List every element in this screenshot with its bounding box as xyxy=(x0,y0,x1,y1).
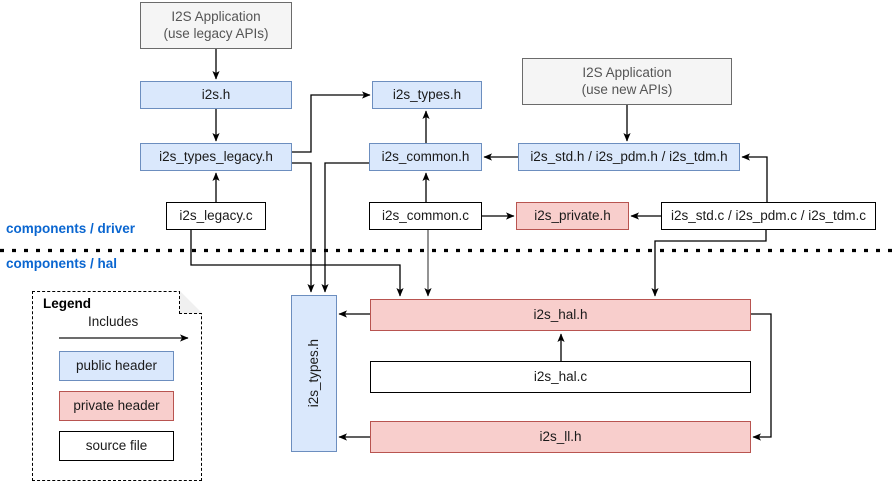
node-label: i2s_std.c / i2s_pdm.c / i2s_tdm.c xyxy=(670,207,867,223)
section-label-hal: components / hal xyxy=(6,256,118,271)
node-label: i2s_hal.c xyxy=(533,368,588,384)
edge-i2s_common_h-to-i2s_types_h_hal xyxy=(321,162,369,293)
node-label: i2s_legacy.c xyxy=(179,207,253,223)
node-label: i2s_ll.h xyxy=(539,428,582,444)
node-app-new[interactable]: I2S Application (use new APIs) xyxy=(522,58,732,105)
edge-i2s_std_c-to-i2s_hal_h xyxy=(651,230,767,297)
edge-i2s_std_c-to-i2s_std_h xyxy=(741,153,768,202)
legend-includes-label: Includes xyxy=(88,314,139,329)
legend-swatch-source-file: source file xyxy=(59,431,174,461)
legend-fold-corner xyxy=(179,291,202,314)
node-label: i2s_types.h xyxy=(305,339,321,408)
node-i2s-std-pdm-tdm-c[interactable]: i2s_std.c / i2s_pdm.c / i2s_tdm.c xyxy=(661,202,876,230)
node-i2s-legacy-c[interactable]: i2s_legacy.c xyxy=(166,202,266,230)
node-label: I2S Application (use new APIs) xyxy=(581,64,673,97)
node-i2s-hal-h[interactable]: i2s_hal.h xyxy=(370,299,751,331)
node-label: i2s.h xyxy=(201,86,231,102)
node-i2s-common-c[interactable]: i2s_common.c xyxy=(369,202,482,230)
node-i2s-types-h[interactable]: i2s_types.h xyxy=(372,81,482,109)
legend-swatch-private-header: private header xyxy=(59,391,174,421)
node-label: i2s_std.h / i2s_pdm.h / i2s_tdm.h xyxy=(530,148,728,164)
legend-item-label: public header xyxy=(75,357,158,373)
legend-item-label: private header xyxy=(73,397,160,413)
node-i2s-ll-h[interactable]: i2s_ll.h xyxy=(370,421,751,453)
node-label: i2s_types.h xyxy=(392,86,462,102)
node-label: i2s_hal.h xyxy=(533,306,588,322)
node-label: I2S Application (use legacy APIs) xyxy=(163,8,269,41)
legend-title: Legend xyxy=(43,296,92,311)
node-i2s-private-h[interactable]: i2s_private.h xyxy=(516,202,629,230)
legend-item-label: source file xyxy=(85,437,148,453)
edge-i2s_hal_h-to-i2s_ll_h xyxy=(751,313,772,441)
edge-i2s_types_legacy_h-to-i2s_types_h xyxy=(292,91,371,153)
node-app-legacy[interactable]: I2S Application (use legacy APIs) xyxy=(140,2,292,49)
node-label: i2s_types_legacy.h xyxy=(159,148,273,164)
node-label: i2s_common.h xyxy=(381,148,470,164)
edge-i2s_legacy_c-to-i2s_hal_h xyxy=(190,230,404,297)
node-i2s-std-pdm-tdm-h[interactable]: i2s_std.h / i2s_pdm.h / i2s_tdm.h xyxy=(518,143,740,171)
node-label: i2s_private.h xyxy=(534,207,611,223)
legend-swatch-public-header: public header xyxy=(59,351,174,381)
node-i2s-hal-c[interactable]: i2s_hal.c xyxy=(370,361,751,393)
node-i2s-common-h[interactable]: i2s_common.h xyxy=(369,143,482,171)
node-label: i2s_common.c xyxy=(381,207,470,223)
node-i2s-types-legacy-h[interactable]: i2s_types_legacy.h xyxy=(140,143,292,171)
node-i2s-types-h-hal[interactable]: i2s_types.h xyxy=(291,295,337,452)
edge-i2s_types_legacy_h-to-i2s_types_h_hal xyxy=(292,162,315,293)
section-label-driver: components / driver xyxy=(6,221,136,236)
node-i2s-h[interactable]: i2s.h xyxy=(140,81,292,109)
